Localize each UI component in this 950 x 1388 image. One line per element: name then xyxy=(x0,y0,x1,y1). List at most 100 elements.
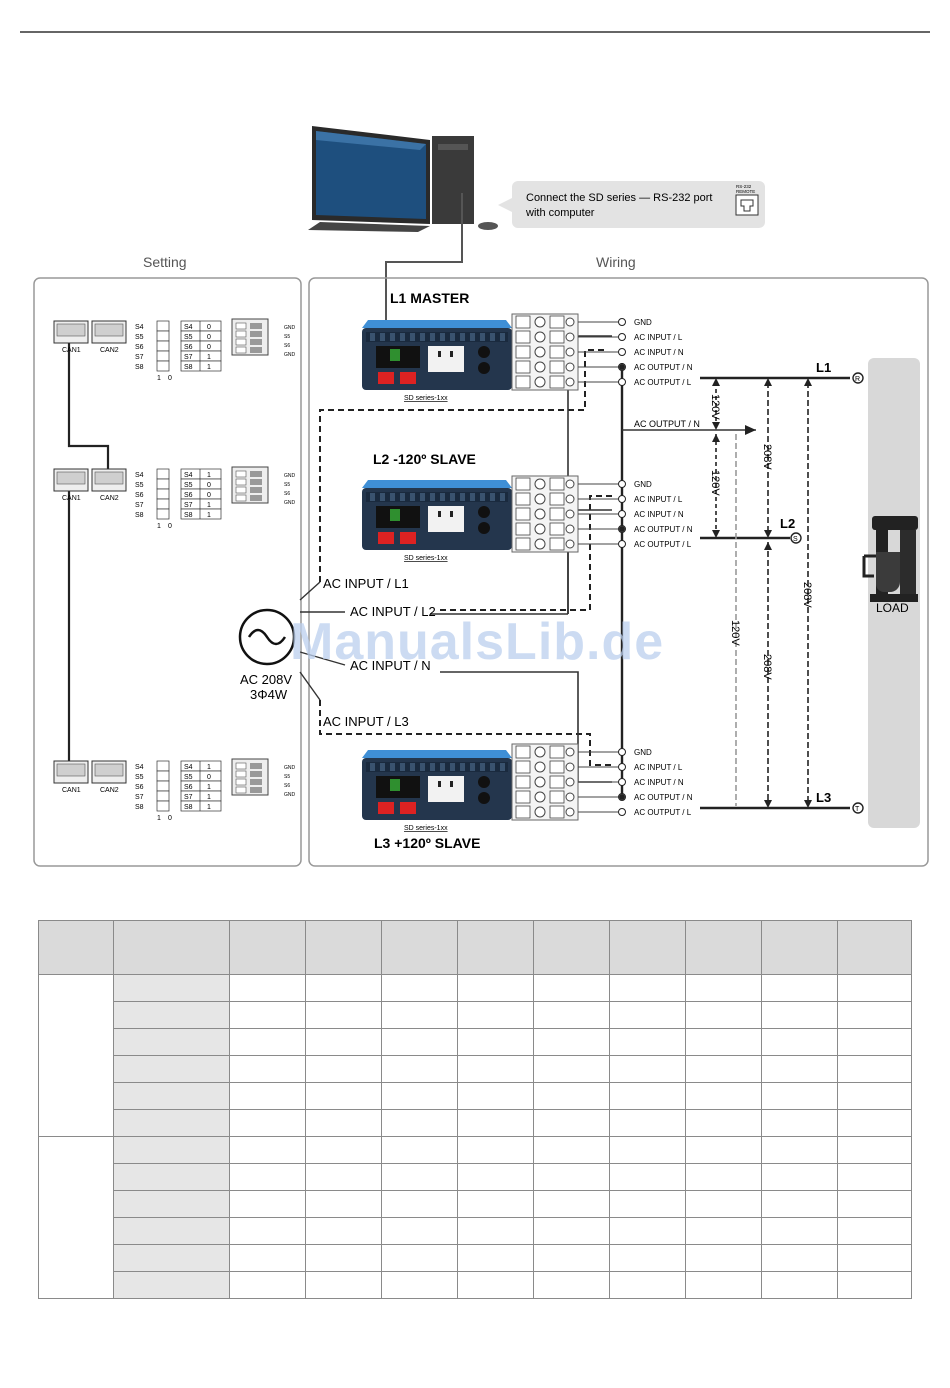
dip-bottom-1: 1 xyxy=(157,375,161,382)
rs232-port-icon xyxy=(735,194,759,216)
dip-value: 0 xyxy=(207,774,211,781)
v208-a: 208V xyxy=(761,444,773,470)
dip-label: S8 xyxy=(135,804,144,811)
svg-text:S: S xyxy=(793,536,798,543)
callout-line-1: Connect the SD series — RS-232 port xyxy=(526,192,712,204)
dip-label: S5 xyxy=(135,482,144,489)
terminal-label: AC INPUT / L xyxy=(634,495,683,504)
setting-panel xyxy=(33,277,302,867)
table-row xyxy=(39,1217,913,1245)
terminal-label: GND xyxy=(634,480,652,489)
computer-icon xyxy=(308,126,498,232)
v120-a: 120V xyxy=(709,394,721,420)
dip-bottom-0: 0 xyxy=(168,523,172,530)
source-phase: 3Φ4W xyxy=(250,687,288,702)
dip-label: S7 xyxy=(135,354,144,361)
l3-input-cable xyxy=(319,700,612,766)
dip-label: S8 xyxy=(135,364,144,371)
phase-l3: L3 xyxy=(816,790,831,805)
dip-value: 1 xyxy=(207,764,211,771)
side-terminal-label: GND xyxy=(284,500,296,506)
wiring-title: Wiring xyxy=(596,254,636,270)
voltage-measurements xyxy=(715,382,809,806)
terminal-label: AC OUTPUT / L xyxy=(634,808,692,817)
unit-title-3: L3 +120º SLAVE xyxy=(374,835,480,851)
dip-switch-name: S4 xyxy=(184,764,193,771)
side-terminal-label: GND xyxy=(284,765,296,771)
input-label-l3: AC INPUT / L3 xyxy=(323,714,409,729)
inverter-unit-3: SD series-1xx xyxy=(362,750,512,832)
can-port-label: CAN2 xyxy=(100,787,119,794)
side-terminal-label: S6 xyxy=(284,343,290,349)
dip-value: 1 xyxy=(207,794,211,801)
dip-bottom-1: 1 xyxy=(157,523,161,530)
terminal-label: AC INPUT / L xyxy=(634,763,683,772)
table-row xyxy=(39,1190,913,1218)
dip-value: 1 xyxy=(207,354,211,361)
terminal-label: AC OUTPUT / N xyxy=(634,525,693,534)
dip-value: 1 xyxy=(207,502,211,509)
table-row xyxy=(39,1055,913,1083)
side-terminal-label: S6 xyxy=(284,491,290,497)
dip-switch-name: S5 xyxy=(184,774,193,781)
dip-label: S7 xyxy=(135,794,144,801)
terminal-label: GND xyxy=(634,318,652,327)
table-row xyxy=(39,1001,913,1029)
unit-model-1: SD series-1xx xyxy=(404,395,448,402)
terminal-r: R xyxy=(852,372,864,384)
dip-value: 1 xyxy=(207,804,211,811)
dip-value: 1 xyxy=(207,472,211,479)
dip-label: S4 xyxy=(135,472,144,479)
unit-title-2: L2 -120º SLAVE xyxy=(373,451,476,467)
input-label-l1: AC INPUT / L1 xyxy=(323,576,409,591)
dip-switch-name: S6 xyxy=(184,492,193,499)
dip-value: 1 xyxy=(207,512,211,519)
dip-switch-name: S6 xyxy=(184,784,193,791)
side-terminal-label: S6 xyxy=(284,783,290,789)
table-row xyxy=(37,974,913,1137)
phase-l2: L2 xyxy=(780,516,795,531)
dip-switch-name: S4 xyxy=(184,472,193,479)
dip-switch-name: S6 xyxy=(184,344,193,351)
dip-switch-name: S7 xyxy=(184,502,193,509)
dip-label: S7 xyxy=(135,502,144,509)
terminal-label: AC OUTPUT / N xyxy=(634,793,693,802)
side-terminal-label: S5 xyxy=(284,482,290,488)
table-row xyxy=(37,1136,913,1299)
v120-c: 120V xyxy=(729,620,741,646)
dip-label: S4 xyxy=(135,324,144,331)
dip-label: S6 xyxy=(135,344,144,351)
side-terminal-label: GND xyxy=(284,352,296,358)
table-row xyxy=(39,1244,913,1272)
terminal-label: AC OUTPUT / L xyxy=(634,378,692,387)
inverter-unit-1: SD series-1xx xyxy=(362,320,512,402)
v208-c: 208V xyxy=(801,582,813,608)
source-voltage: AC 208V xyxy=(240,672,292,687)
dip-label: S8 xyxy=(135,512,144,519)
terminal-label: AC INPUT / L xyxy=(634,333,683,342)
dip-label: S6 xyxy=(135,784,144,791)
side-terminal-label: GND xyxy=(284,325,296,331)
port-label-2: REMOTE xyxy=(736,189,755,194)
can-cable-1 xyxy=(67,343,110,475)
dip-bottom-0: 0 xyxy=(168,375,172,382)
dip-switch-name: S8 xyxy=(184,364,193,371)
dip-value: 1 xyxy=(207,784,211,791)
computer-callout xyxy=(512,181,765,228)
phase-l1: L1 xyxy=(816,360,831,375)
dip-bottom-0: 0 xyxy=(168,815,172,822)
table-row xyxy=(39,1082,913,1110)
terminal-label: GND xyxy=(634,748,652,757)
port-label-1: RS-232 xyxy=(736,184,752,189)
svg-text:T: T xyxy=(855,806,860,813)
callout-line-2: with computer xyxy=(525,207,595,219)
table-header xyxy=(37,920,913,975)
dip-value: 0 xyxy=(207,492,211,499)
side-terminal-label: GND xyxy=(284,792,296,798)
unit-model-3: SD series-1xx xyxy=(404,825,448,832)
